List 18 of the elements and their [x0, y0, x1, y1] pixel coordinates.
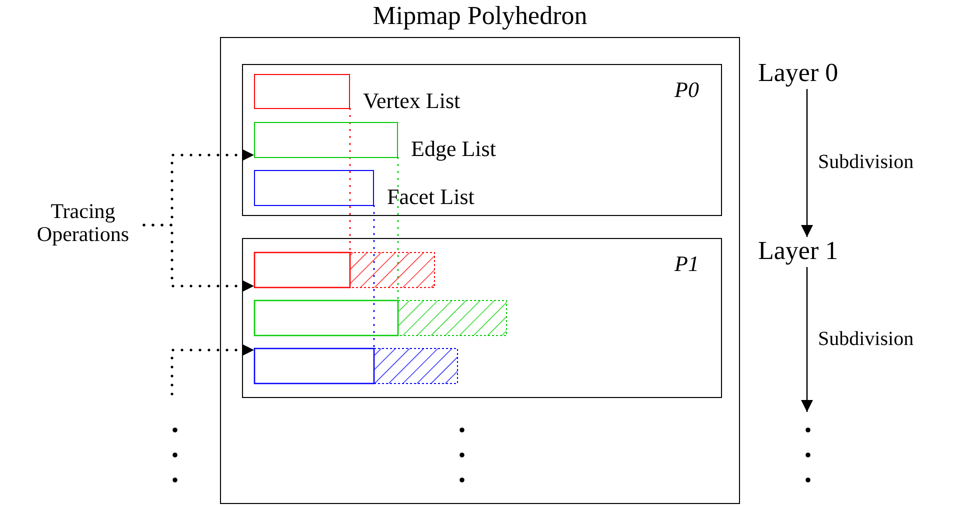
list-bar: [254, 300, 507, 336]
dotted-arrow: [170, 344, 256, 396]
list-label: Vertex List: [363, 89, 460, 114]
list-bar: [254, 252, 435, 288]
panel-label: P1: [674, 252, 699, 276]
dotted-arrow: [142, 224, 256, 292]
annotation: Tracing Operations: [36, 200, 130, 246]
arrow: [801, 89, 813, 237]
list-label: Edge List: [411, 137, 496, 162]
panel-label: P0: [674, 78, 699, 102]
title: Mipmap Polyhedron: [372, 2, 588, 31]
layer-box: [242, 238, 722, 398]
layer-box: [242, 64, 722, 216]
layer-label: Layer 1: [758, 237, 838, 266]
layer-label: Layer 0: [758, 59, 838, 88]
arrow: [801, 267, 813, 412]
list-label: Facet List: [387, 185, 474, 210]
list-bar: [254, 348, 458, 384]
